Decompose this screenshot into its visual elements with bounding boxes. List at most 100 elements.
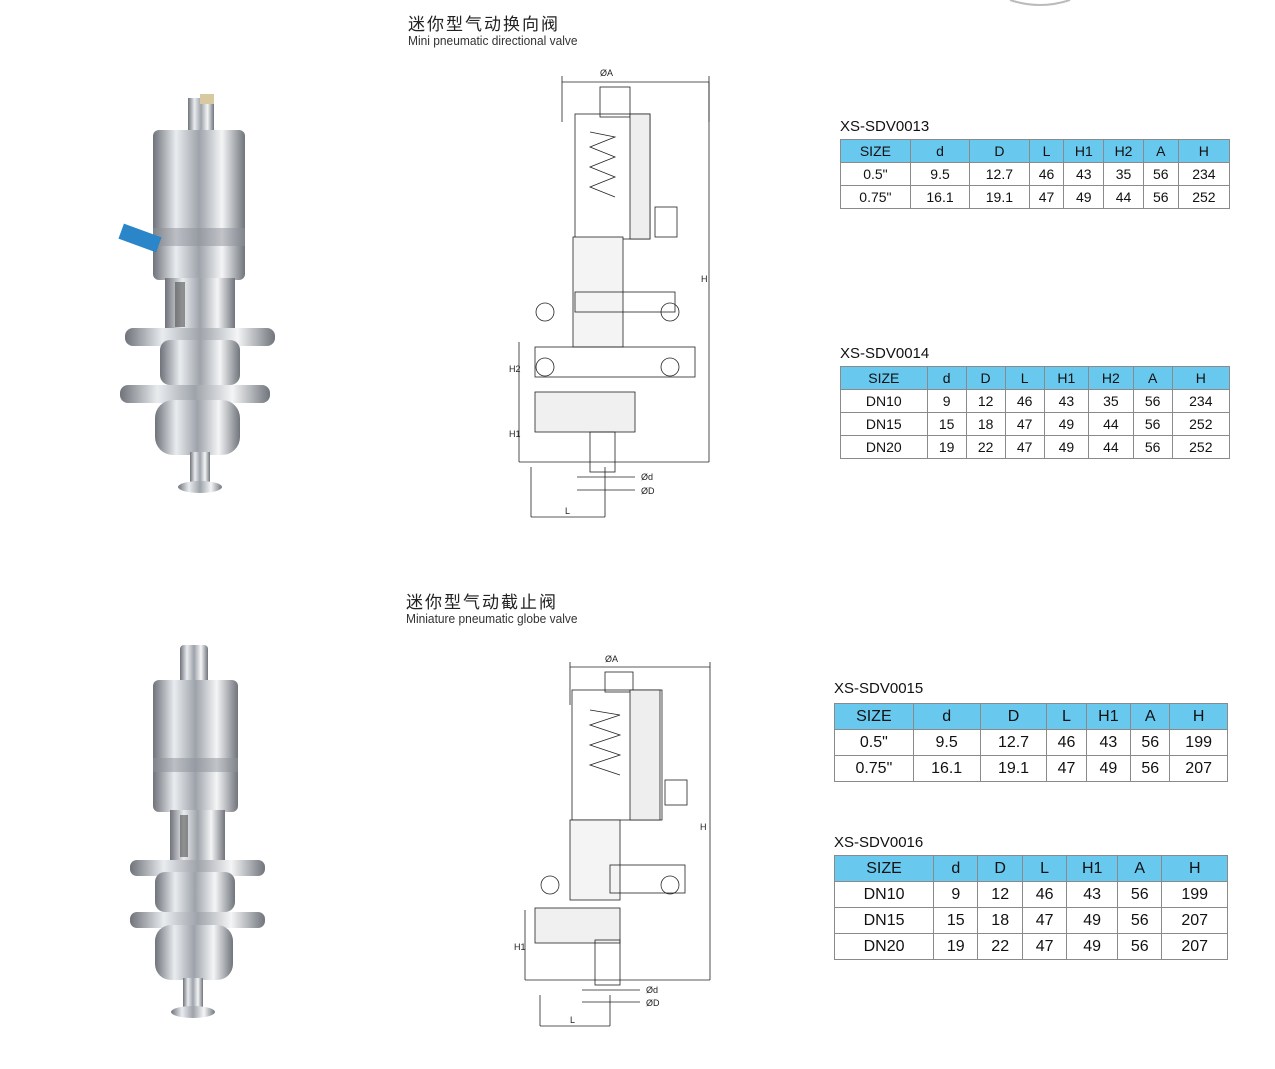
table-header-row: SIZE d D L H1 H2 A H <box>840 139 1231 163</box>
section2-title-en: Miniature pneumatic globe valve <box>406 611 578 626</box>
table-cell: 12 <box>977 881 1023 908</box>
decorative-arc <box>1009 0 1071 6</box>
table-header-row: SIZE d D L H1 H2 A H <box>840 366 1231 390</box>
table-cell: 16.1 <box>912 755 981 782</box>
model-xs-sdv0016: XS-SDV0016 <box>834 834 924 851</box>
dim-h1-label: H1 <box>514 942 526 952</box>
table-cell: 15 <box>926 412 967 436</box>
spec-table-xs-sdv0014: SIZE d D L H1 H2 A H DN10 9 12 46 43 35 … <box>840 366 1231 459</box>
table-cell: 15 <box>933 907 979 934</box>
table-cell: 56 <box>1142 162 1179 186</box>
table-header-row: SIZE d D L H1 A H <box>833 855 1228 882</box>
dim-h-label: H <box>701 274 708 284</box>
table-cell: 49 <box>1063 185 1105 209</box>
table-cell: 56 <box>1132 389 1173 413</box>
col-header: A <box>1130 703 1171 730</box>
col-header: D <box>977 855 1023 882</box>
table-cell: 47 <box>1004 412 1045 436</box>
table-cell: 252 <box>1177 185 1231 209</box>
table-cell: 47 <box>1021 907 1068 934</box>
table-cell: 234 <box>1171 389 1231 413</box>
table-cell: 49 <box>1066 933 1119 960</box>
table-row: DN20 19 22 47 49 56 207 <box>833 933 1228 960</box>
table-cell: 47 <box>1028 185 1065 209</box>
col-header: A <box>1117 855 1163 882</box>
table-cell: 12 <box>965 389 1006 413</box>
col-header: H <box>1171 366 1231 390</box>
col-header: D <box>969 139 1030 163</box>
table-cell: 22 <box>965 435 1006 459</box>
table-cell: 35 <box>1103 162 1144 186</box>
table-cell: 18 <box>965 412 1006 436</box>
table-cell: 46 <box>1046 729 1087 756</box>
table-cell: 18 <box>977 907 1023 934</box>
table-cell: 49 <box>1043 435 1090 459</box>
table-cell: 16.1 <box>909 185 971 209</box>
dim-l-label: L <box>570 1015 575 1025</box>
table-cell: 9.5 <box>912 729 981 756</box>
col-header: SIZE <box>840 139 911 163</box>
globe-valve-photo <box>130 645 265 1018</box>
table-cell: 207 <box>1169 755 1228 782</box>
col-header: H1 <box>1063 139 1105 163</box>
table-cell: 46 <box>1021 881 1068 908</box>
col-header: SIZE <box>840 366 928 390</box>
table-cell: 56 <box>1132 435 1173 459</box>
dim-a-label: ØA <box>600 68 613 78</box>
table-cell: 46 <box>1028 162 1065 186</box>
table-cell: 19.1 <box>969 185 1030 209</box>
col-header: H1 <box>1066 855 1119 882</box>
table-cell: 9.5 <box>909 162 971 186</box>
table-cell: 44 <box>1088 412 1134 436</box>
col-header: H1 <box>1085 703 1132 730</box>
table-cell: 43 <box>1066 881 1119 908</box>
spec-table-xs-sdv0015: SIZE d D L H1 A H 0.5" 9.5 12.7 46 43 56… <box>834 703 1228 782</box>
directional-valve-photo <box>118 94 275 493</box>
col-header: H2 <box>1088 366 1134 390</box>
col-header: D <box>965 366 1006 390</box>
col-header: D <box>979 703 1048 730</box>
table-row: DN10 9 12 46 43 35 56 234 <box>840 389 1231 413</box>
model-xs-sdv0013: XS-SDV0013 <box>840 118 930 135</box>
col-header: H1 <box>1043 366 1090 390</box>
table-row: DN15 15 18 47 49 56 207 <box>833 907 1228 934</box>
table-cell: DN10 <box>840 389 928 413</box>
table-cell: DN15 <box>840 412 928 436</box>
table-cell: 22 <box>977 933 1023 960</box>
table-cell: DN10 <box>833 881 935 908</box>
col-header: L <box>1046 703 1087 730</box>
table-cell: 199 <box>1161 881 1228 908</box>
table-cell: 0.5" <box>834 729 914 756</box>
table-cell: 44 <box>1088 435 1134 459</box>
table-cell: 0.75" <box>834 755 914 782</box>
col-header: A <box>1132 366 1173 390</box>
table-cell: 49 <box>1085 755 1132 782</box>
dim-d-label: Ød <box>646 985 658 995</box>
table-row: 0.5" 9.5 12.7 46 43 56 199 <box>834 729 1228 756</box>
table-cell: 56 <box>1130 755 1171 782</box>
table-cell: 19.1 <box>979 755 1048 782</box>
table-cell: 9 <box>926 389 967 413</box>
table-cell: 35 <box>1088 389 1134 413</box>
table-row: DN15 15 18 47 49 44 56 252 <box>840 412 1231 436</box>
table-cell: 252 <box>1171 412 1231 436</box>
dim-dd-label: ØD <box>646 998 660 1008</box>
table-cell: DN20 <box>840 435 928 459</box>
section1-title-cn: 迷你型气动换向阀 <box>408 15 560 35</box>
table-header-row: SIZE d D L H1 A H <box>834 703 1228 730</box>
col-header: H <box>1169 703 1228 730</box>
col-header: A <box>1142 139 1179 163</box>
table-cell: 47 <box>1046 755 1087 782</box>
table-cell: 46 <box>1004 389 1045 413</box>
table-row: 0.75" 16.1 19.1 47 49 56 207 <box>834 755 1228 782</box>
table-cell: 44 <box>1103 185 1144 209</box>
col-header: d <box>909 139 971 163</box>
table-cell: DN15 <box>833 907 935 934</box>
table-row: DN10 9 12 46 43 56 199 <box>833 881 1228 908</box>
col-header: H <box>1161 855 1228 882</box>
dim-dd-label: ØD <box>641 486 655 496</box>
table-cell: 56 <box>1117 933 1163 960</box>
section2-title-cn: 迷你型气动截止阀 <box>406 593 558 613</box>
spec-table-xs-sdv0016: SIZE d D L H1 A H DN10 9 12 46 43 56 199… <box>833 855 1228 960</box>
col-header: SIZE <box>833 855 935 882</box>
